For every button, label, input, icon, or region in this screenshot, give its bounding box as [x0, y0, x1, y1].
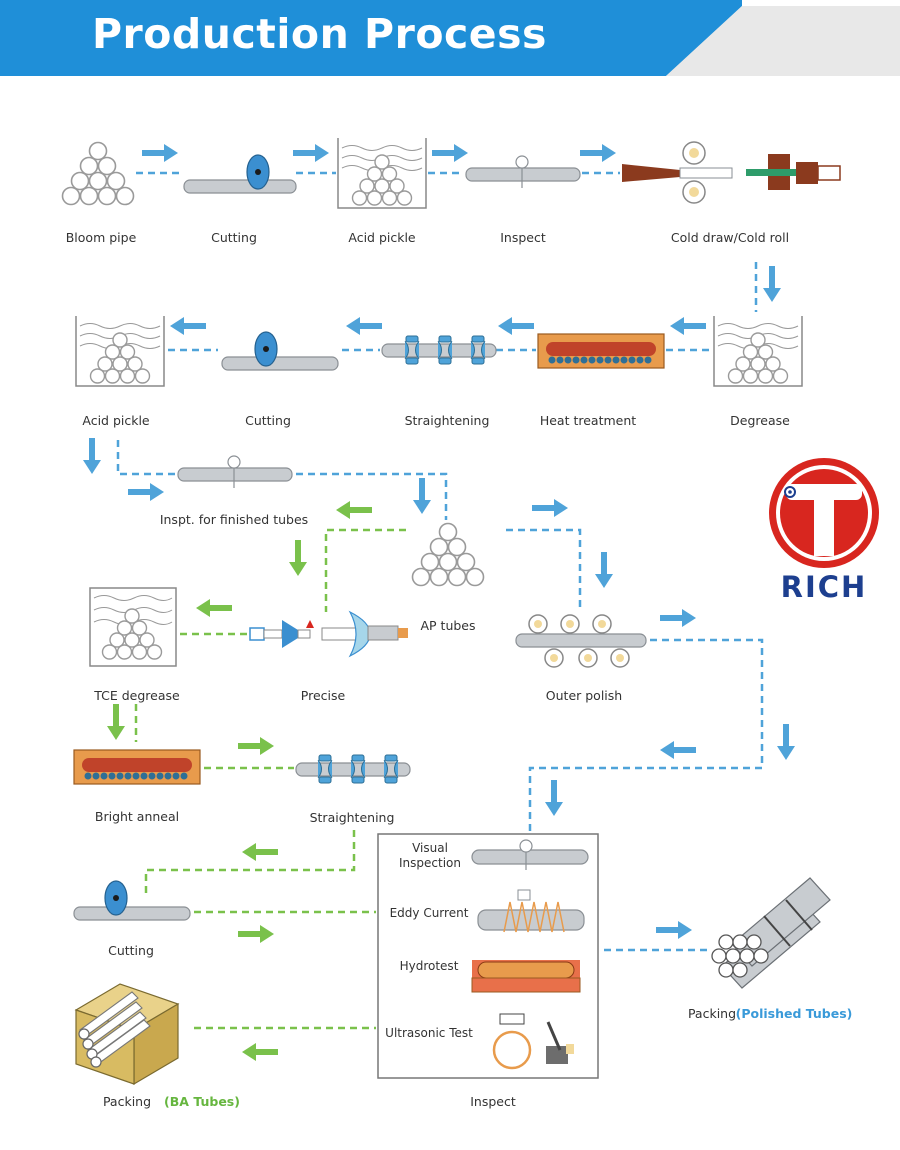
page-title: Production Process [92, 10, 547, 58]
flow-arrow-icon [413, 478, 431, 514]
flow-arrow-icon [777, 724, 795, 760]
eddy-current-label: Eddy Current [390, 906, 469, 920]
flow-arrow-icon [670, 317, 706, 335]
rich-logo-icon [769, 458, 879, 568]
polished-tubes-note: (Polished Tubes) [736, 1006, 853, 1021]
header-banner [0, 0, 900, 76]
step-label-heat-treatment: Heat treatment [540, 413, 636, 428]
flow-arrow-icon [142, 144, 178, 162]
step-label-cutting: Cutting [211, 230, 257, 245]
step-label-acid-pickle: Acid pickle [348, 230, 416, 245]
step-label-bloom-pipe: Bloom pipe [66, 230, 137, 245]
acid-pickle-tank-icon [76, 316, 164, 386]
step-label-precise: Precise [301, 688, 346, 703]
flow-arrow-icon [432, 144, 468, 162]
brand-name: RICH [781, 570, 868, 604]
flow-arrow-icon [242, 1043, 278, 1061]
step-label-acid-pickle: Acid pickle [82, 413, 150, 428]
step-label-ap-tubes: AP tubes [420, 618, 475, 633]
flow-arrow-icon [346, 317, 382, 335]
bright-anneal-icon [73, 749, 201, 785]
inspect-finished-icon [177, 455, 293, 488]
step-label-outer-polish: Outer polish [546, 688, 622, 703]
flow-arrow-icon [107, 704, 125, 740]
flow-arrow-icon [595, 552, 613, 588]
flow-arrow-icon [660, 609, 696, 627]
tce-degrease-tank-icon [89, 587, 177, 667]
step-label-inspect-final: Inspect [470, 1094, 516, 1109]
step-label-bright-anneal: Bright anneal [95, 809, 179, 824]
cutting-icon [73, 880, 191, 921]
inspect-icon [465, 155, 581, 188]
flow-arrow-icon [532, 499, 568, 517]
ba-tube-box-icon [74, 983, 180, 1086]
step-label-cold-draw: Cold draw/Cold roll [671, 230, 789, 245]
flow-arrow-icon [196, 599, 232, 617]
bloom-pipe-icon [63, 143, 134, 205]
step-label-degrease: Degrease [730, 413, 790, 428]
flow-arrow-icon [293, 144, 329, 162]
step-label-packing-polished: Packing [688, 1006, 736, 1021]
flow-arrow-icon [656, 921, 692, 939]
step-label-cutting: Cutting [108, 943, 154, 958]
ap-tubes-icon [413, 524, 484, 586]
flow-arrow-icon [763, 266, 781, 302]
step-label-straightening: Straightening [310, 810, 395, 825]
hydrotest-label: Hydrotest [400, 959, 459, 973]
ultrasonic-test-label: Ultrasonic Test [385, 1026, 473, 1040]
flow-arrow-icon [498, 317, 534, 335]
acid-pickle-tank-icon [338, 138, 426, 208]
flow-arrow-icon [238, 925, 274, 943]
flow-arrow-icon [580, 144, 616, 162]
flow-arrow-icon [242, 843, 278, 861]
cutting-icon [221, 331, 339, 371]
degrease-tank-icon [714, 316, 802, 386]
flow-arrow-icon [170, 317, 206, 335]
step-label-packing-ba: Packing [103, 1094, 151, 1109]
step-label-inspect: Inspect [500, 230, 546, 245]
flow-arrow-icon [545, 780, 563, 816]
visual-inspection-label-line2: Inspection [399, 856, 461, 870]
flow-arrow-icon [128, 483, 164, 501]
heat-treatment-icon [537, 333, 665, 369]
flow-arrow-icon [289, 540, 307, 576]
step-label-straightening: Straightening [405, 413, 490, 428]
flow-arrow-icon [336, 501, 372, 519]
ba-tubes-note: (BA Tubes) [164, 1094, 240, 1109]
step-label-cutting: Cutting [245, 413, 291, 428]
flow-arrow-icon [238, 737, 274, 755]
step-label-inspt-finished: Inspt. for finished tubes [160, 512, 308, 527]
precise-icon [249, 610, 408, 658]
cold-draw-icon [622, 141, 841, 204]
straightening-icon [381, 335, 497, 365]
step-label-tce-degrease: TCE degrease [93, 688, 180, 703]
cutting-icon [183, 154, 297, 194]
flow-arrow-icon [660, 741, 696, 759]
inspect-station-box [377, 833, 599, 1079]
straightening-icon [295, 754, 411, 784]
visual-inspection-label-line1: Visual [412, 841, 448, 855]
flow-arrow-icon [83, 438, 101, 474]
polished-tube-bundle-icon [711, 877, 831, 989]
outer-polish-icon [515, 614, 647, 668]
